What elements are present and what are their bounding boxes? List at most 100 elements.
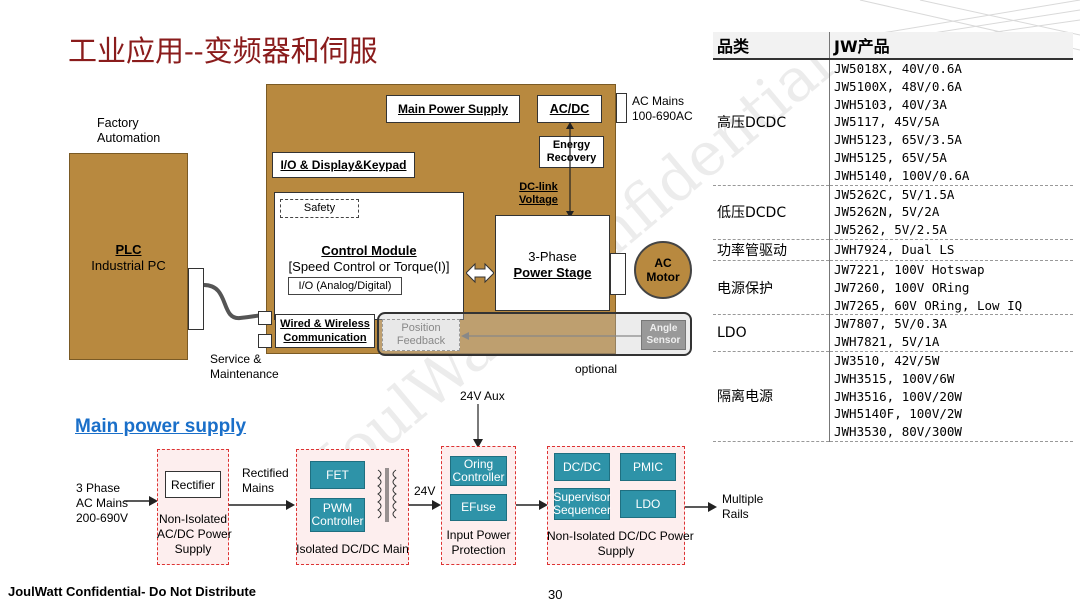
product-table: 品类 JW产品 高压DCDC JW5018X, 40V/0.6A JW5100X, …	[713, 32, 1073, 442]
product-item: JWH5140F, 100V/2W	[834, 406, 962, 422]
category-cell: 功率管驱动	[713, 239, 830, 261]
aux-arrow	[473, 404, 483, 448]
arrow-1	[124, 496, 158, 506]
category-cell: LDO	[713, 314, 830, 352]
oring-box: Oring Controller	[450, 456, 507, 486]
header-products: JW产品	[829, 32, 1073, 60]
arrow-4	[516, 500, 548, 510]
category-cell: 隔离电源	[713, 351, 830, 442]
category-cell: 高压DCDC	[713, 59, 830, 186]
footer-confidential: JoulWatt Confidential- Do Not Distribute	[8, 584, 256, 599]
category-cell: 电源保护	[713, 260, 830, 316]
product-item: JWH5103, 40V/3A	[834, 96, 947, 112]
product-item: JW5018X, 40V/0.6A	[834, 61, 962, 76]
transformer-icon	[377, 468, 397, 522]
product-item: JW3510, 42V/5W	[834, 352, 940, 368]
efuse-box: EFuse	[450, 494, 507, 521]
acdc-box: AC/DC	[537, 95, 602, 123]
position-feedback-box: Position Feedback	[382, 319, 460, 351]
arrow-3	[409, 500, 441, 510]
plc-subtitle: Industrial PC	[91, 258, 166, 273]
non-isolated-dcdc-caption: Non-Isolated DC/DC Power Supply	[547, 529, 694, 558]
product-item: JW5262N, 5V/2A	[834, 204, 940, 220]
non-isolated-acdc-caption: Non-Isolated AC/DC Power Supply	[157, 512, 232, 556]
category-cell: 低压DCDC	[713, 185, 830, 240]
v24-label: 24V	[414, 484, 436, 498]
product-item: JWH5125, 65V/5A	[834, 149, 947, 165]
product-item: JWH3530, 80V/300W	[834, 424, 962, 440]
product-item: JWH7924, Dual LS	[834, 242, 955, 258]
service-label: Service & Maintenance	[210, 352, 279, 381]
product-item: JWH5140, 100V/0.6A	[834, 167, 970, 183]
motor-connector	[610, 253, 626, 295]
angle-sensor-box: Angle Sensor	[641, 320, 686, 350]
product-item: JWH7821, 5V/1A	[834, 334, 940, 350]
power-stage-line2: Power Stage	[513, 265, 592, 280]
isolated-dcdc-caption: Isolated DC/DC Main	[296, 542, 409, 556]
main-power-supply-box: Main Power Supply	[386, 95, 520, 123]
comm-connector-1	[258, 311, 272, 325]
pwm-box: PWM Controller	[310, 498, 365, 532]
ac-mains-connector	[616, 93, 627, 123]
product-item: JWH3516, 100V/20W	[834, 388, 962, 404]
dcdc-box: DC/DC	[554, 453, 610, 481]
factory-automation-label: Factory Automation	[97, 116, 161, 145]
slide-title: 工业应用--变频器和伺服	[68, 34, 378, 68]
optional-label: optional	[575, 362, 618, 376]
double-arrow-icon	[466, 262, 494, 284]
comm-connector-2	[258, 334, 272, 348]
feedback-arrow	[461, 332, 641, 340]
plc-connector	[188, 268, 204, 330]
product-item: JW5100X, 48V/0.6A	[834, 78, 962, 94]
products-cell: JW3510, 42V/5W JWH3515, 100V/6W JWH3516, 1…	[829, 351, 1073, 442]
fet-box: FET	[310, 461, 365, 489]
plc-title: PLC	[115, 242, 142, 257]
wired-wireless-box: Wired & Wireless Communication	[275, 314, 375, 348]
aux-label: 24V Aux	[460, 389, 505, 403]
power-stage-line1: 3-Phase	[528, 249, 577, 264]
acdc-block	[157, 449, 229, 565]
product-item: JW5262C, 5V/1.5A	[834, 186, 955, 202]
product-item: JW7265, 60V ORing, Low IQ	[834, 297, 1023, 313]
ac-motor-circle: AC Motor	[634, 241, 692, 299]
header-category: 品类	[713, 32, 830, 60]
product-item: JW7221, 100V Hotswap	[834, 261, 985, 277]
control-module-title: Control Module	[321, 243, 417, 258]
products-cell: JW5018X, 40V/0.6A JW5100X, 48V/0.6A JWH510…	[829, 59, 1073, 186]
pmic-box: PMIC	[620, 453, 676, 481]
product-item: JW7807, 5V/0.3A	[834, 316, 947, 332]
products-cell: JWH7924, Dual LS	[829, 239, 1073, 261]
safety-box: Safety	[280, 199, 359, 218]
supervisor-box: Supervisor Sequencer	[553, 488, 611, 520]
output-label: Multiple Rails	[722, 492, 764, 521]
rectified-label: Rectified Mains	[242, 466, 289, 495]
product-item: JWH3515, 100V/6W	[834, 370, 955, 386]
control-module-box: Safety Control Module [Speed Control or …	[274, 192, 464, 320]
plc-box: PLC Industrial PC	[69, 153, 188, 360]
rectifier-box: Rectifier	[165, 471, 221, 498]
dc-link-arrow	[566, 122, 574, 218]
table-header-row: 品类 JW产品	[713, 32, 1073, 60]
arrow-2	[229, 500, 295, 510]
table-row: 高压DCDC JW5018X, 40V/0.6A JW5100X, 48V/0.6A…	[713, 59, 1073, 186]
input-protection-caption: Input Power Protection	[446, 528, 511, 557]
io-analog-box: I/O (Analog/Digital)	[288, 277, 402, 295]
power-stage-box: 3-Phase Power Stage	[495, 215, 610, 311]
product-item: JW5117, 45V/5A	[834, 114, 940, 130]
arrow-5	[685, 502, 717, 512]
energy-recovery-box: Energy Recovery	[539, 136, 604, 168]
page-number: 30	[548, 587, 563, 602]
product-item: JWH5123, 65V/3.5A	[834, 132, 962, 148]
product-item: JW7260, 100V ORing	[834, 279, 970, 295]
io-display-box: I/O & Display&Keypad	[272, 152, 415, 178]
input-label: 3 Phase AC Mains 200-690V	[76, 481, 129, 525]
ac-mains-label: AC Mains 100-690AC	[632, 94, 693, 123]
products-cell: JW7807, 5V/0.3A JWH7821, 5V/1A	[829, 314, 1073, 352]
